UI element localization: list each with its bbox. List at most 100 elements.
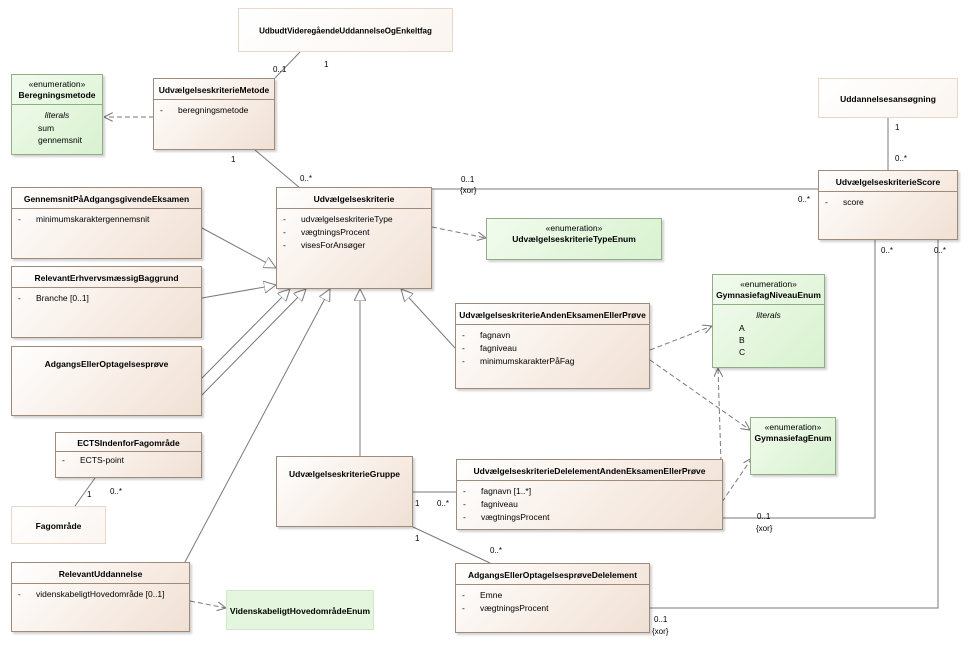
gen-erhverv	[201, 285, 276, 299]
class-name: AdgangsEllerOptagelsesprøve	[44, 359, 169, 369]
multiplicity-label: 1	[231, 155, 236, 164]
attribute-row: - Branche [0..1]	[18, 292, 195, 305]
compartment-divider	[456, 324, 649, 325]
attribute-row: - fagnavn [1..*]	[463, 485, 716, 498]
dep-anden-gymnasiefag	[649, 359, 750, 430]
enum-gymnasiefag-niveau[interactable]: «enumeration» GymnasiefagNiveauEnum lite…	[712, 274, 825, 368]
enum-udvaelgelseskriterie-type[interactable]: «enumeration» UdvælgelseskriterieTypeEnu…	[486, 218, 662, 260]
xor-constraint: {xor}	[756, 524, 773, 533]
class-name: ECTSIndenforFagområde	[77, 438, 180, 448]
attribute-name: visesForAnsøger	[301, 240, 366, 250]
class-name: UdvælgelseskriterieScore	[835, 177, 941, 187]
class-name: Uddannelsesansøgning	[840, 94, 936, 104]
multiplicity-label: 0..1	[273, 65, 287, 74]
class-udvaelgelseskriterie-delelement[interactable]: UdvælgelseskriterieDelelementAndenEksame…	[456, 459, 723, 530]
attribute-name: fagnavn [1..*]	[481, 486, 532, 496]
visibility-marker: -	[462, 356, 465, 366]
attribute-name: minimumskaraktergennemsnit	[36, 214, 150, 224]
class-name: Fagområde	[35, 521, 82, 531]
multiplicity-label: 1	[895, 123, 900, 132]
attribute-row: -fagniveau	[463, 498, 716, 511]
attribute-row: - videnskabeligtHovedområde [0..1]	[18, 588, 183, 601]
class-adgangs-eller-optagelsesproeve[interactable]: AdgangsEllerOptagelsesprøve	[11, 346, 202, 416]
dep-anden-niveau	[649, 326, 712, 351]
assoc-gruppe-proevedelelement	[412, 526, 491, 564]
visibility-marker: -	[462, 603, 465, 613]
literals-heading: literals	[44, 110, 70, 120]
attribute-name: fagniveau	[480, 343, 517, 353]
class-udvaelgelseskriterie[interactable]: Udvælgelseskriterie - udvælgelseskriterie…	[276, 187, 432, 289]
attribute-name: Branche [0..1]	[36, 293, 89, 303]
dep-relevantudd-hovedomraade	[189, 600, 226, 608]
enum-videnskabeligt-hovedomraade[interactable]: VidenskabeligtHovedområdeEnum	[226, 590, 374, 630]
class-name: Udvælgelseskriterie	[313, 194, 395, 204]
visibility-marker: -	[62, 455, 65, 465]
class-gennemsnit-adgangsgivende-eksamen[interactable]: GennemsnitPåAdgangsgivendeEksamen - minim…	[11, 187, 202, 259]
multiplicity-label: 0..*	[300, 174, 313, 183]
multiplicity-label: 0..1	[461, 175, 475, 184]
class-relevant-uddannelse[interactable]: RelevantUddannelse -videnskabeligtHovedo…	[11, 562, 190, 632]
class-uddannelsesansoegning[interactable]: Uddannelsesansøgning	[818, 78, 958, 118]
attribute-name: videnskabeligtHovedområde [0..1]	[36, 589, 165, 599]
class-udvaelgelseskriterie-score[interactable]: UdvælgelseskriterieScore -score	[818, 170, 958, 240]
visibility-marker: -	[18, 293, 21, 303]
compartment-divider	[819, 191, 957, 192]
class-name: GymnasiefagNiveauEnum	[716, 290, 821, 300]
class-name: GennemsnitPåAdgangsgivendeEksamen	[23, 194, 190, 204]
stereotype-label: «enumeration»	[28, 79, 86, 89]
compartment-divider	[12, 104, 102, 105]
gen-andeneksamen	[401, 289, 456, 349]
attribute-name: Emne	[480, 590, 503, 600]
class-ects-indenfor-fagomraade[interactable]: ECTSIndenforFagområde - ECTS-point	[55, 432, 202, 478]
class-adgangs-proeve-delelement[interactable]: AdgangsEllerOptagelsesprøveDelelement - E…	[455, 563, 650, 633]
compartment-divider	[457, 480, 722, 481]
multiplicity-label: 0..1	[757, 512, 771, 521]
visibility-marker: -	[18, 214, 21, 224]
compartment-divider	[277, 208, 431, 209]
visibility-marker: -	[462, 590, 465, 600]
compartment-divider	[12, 208, 201, 209]
class-name: Beregningsmetode	[18, 90, 96, 100]
attribute-row: -vægtningsProcent	[462, 602, 643, 615]
attribute-row: -fagniveau	[462, 342, 643, 355]
class-relevant-erhvervsmaessig-baggrund[interactable]: RelevantErhvervsmæssigBaggrund -Branche …	[11, 266, 202, 338]
class-name: UdvælgelseskriterieTypeEnum	[512, 234, 636, 244]
assoc-udbudt-metode	[274, 51, 301, 79]
visibility-marker: -	[463, 512, 466, 522]
class-fagomraade[interactable]: Fagområde	[11, 506, 106, 544]
class-name: UdvælgelseskriterieMetode	[158, 85, 270, 95]
visibility-marker: -	[283, 214, 286, 224]
attribute-row: - minimumskaraktergennemsnit	[18, 213, 195, 226]
multiplicity-label: 0..*	[934, 246, 947, 255]
class-udvaelgelseskriterie-anden-eksamen[interactable]: UdvælgelseskriterieAndenEksamenEllerPrøv…	[455, 303, 650, 389]
enum-beregningsmetode[interactable]: «enumeration» Beregningsmetode literals …	[11, 74, 103, 155]
compartment-divider	[713, 304, 824, 305]
multiplicity-label: 1	[324, 60, 329, 69]
multiplicity-label: 0..*	[881, 246, 894, 255]
compartment-divider	[12, 287, 201, 288]
attribute-row: -vægtningsProcent	[283, 226, 425, 239]
class-udvaelgelseskriterie-gruppe[interactable]: UdvælgelseskriterieGruppe	[276, 456, 413, 527]
stereotype-label: «enumeration»	[740, 279, 797, 289]
attribute-name: fagniveau	[481, 499, 518, 509]
attribute-row: - Emne	[462, 589, 643, 602]
assoc-ects-fagomraade	[74, 477, 96, 507]
stereotype-label: «enumeration»	[764, 422, 822, 432]
visibility-marker: -	[18, 589, 21, 599]
visibility-marker: -	[463, 486, 466, 496]
class-udvaelgelseskriterie-metode[interactable]: UdvælgelseskriterieMetode -beregningsmet…	[153, 78, 275, 150]
class-udbudt-videregaaende[interactable]: UdbudtVideregåendeUddannelseOgEnkeltfag	[238, 8, 453, 52]
multiplicity-label: 1	[415, 499, 420, 508]
attribute-name: ECTS-point	[80, 455, 124, 465]
class-name: AdgangsEllerOptagelsesprøveDelelement	[467, 570, 638, 580]
literal-item: B	[739, 335, 745, 345]
compartment-divider	[456, 584, 649, 585]
attribute-name: udvælgelseskriterieType	[301, 214, 393, 224]
attribute-name: minimumskarakterPåFag	[480, 356, 575, 366]
multiplicity-label: 0..*	[895, 154, 908, 163]
class-name: UdvælgelseskriterieAndenEksamenEllerPrøv…	[459, 310, 646, 320]
literal-item: sum	[38, 123, 55, 133]
visibility-marker: -	[160, 105, 163, 115]
dep-del-gymnasiefag	[721, 458, 752, 503]
enum-gymnasiefag[interactable]: «enumeration» GymnasiefagEnum	[750, 417, 836, 475]
